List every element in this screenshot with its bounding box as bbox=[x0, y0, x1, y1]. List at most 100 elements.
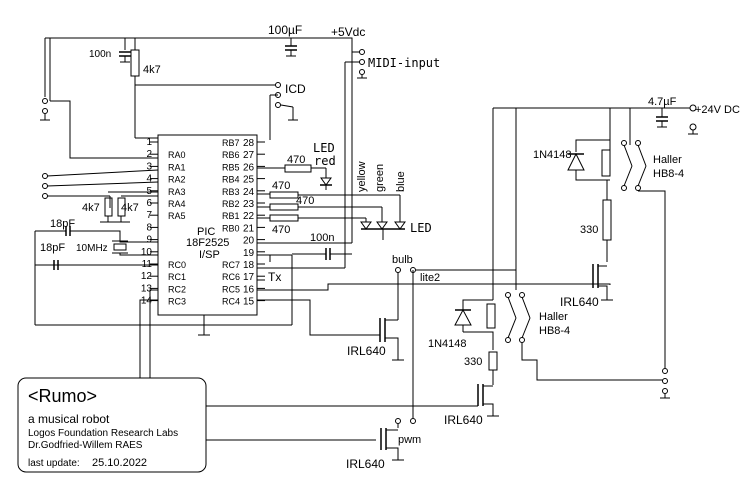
pin-number: 6 bbox=[146, 198, 152, 209]
bulb-connector: bulb lite2 bbox=[392, 254, 516, 320]
green-label: green bbox=[374, 164, 386, 192]
pins-right: 28RB727RB626RB525RB424RB323RB222RB121RB0… bbox=[222, 138, 265, 308]
pin-name: RC5 bbox=[222, 284, 240, 294]
resistor-470-3-label: 470 bbox=[272, 224, 290, 236]
pin-name: RA1 bbox=[168, 162, 186, 172]
relay-driver-2: 1N4148 330 Haller HB8-4 bbox=[533, 139, 684, 368]
subtitle-text: a musical robot bbox=[28, 412, 110, 426]
haller-1-label-b: HB8-4 bbox=[539, 325, 570, 337]
pin-number: 22 bbox=[243, 211, 255, 222]
crystal-label: 10MHz bbox=[76, 243, 108, 254]
supply-rails bbox=[44, 37, 693, 300]
pin-number: 27 bbox=[243, 150, 255, 161]
cap-100n-top-label: 100n bbox=[89, 49, 111, 60]
irl640-3-label: IRL640 bbox=[444, 413, 483, 427]
pin-number: 20 bbox=[243, 236, 255, 247]
pin-name: RB0 bbox=[222, 223, 240, 233]
cap-18pf-1-label: 18pF bbox=[50, 218, 75, 230]
pin-number: 8 bbox=[146, 222, 152, 233]
pin-name: RC1 bbox=[168, 272, 186, 282]
bulb-label: bulb bbox=[392, 254, 413, 266]
pin-name: RA2 bbox=[168, 175, 186, 185]
pin-name: RB1 bbox=[222, 211, 240, 221]
blue-label: blue bbox=[395, 171, 407, 192]
icd-label: ICD bbox=[285, 82, 306, 96]
mosfet-irl640-2: IRL640 bbox=[346, 428, 404, 471]
org-text: Logos Foundation Research Labs bbox=[28, 428, 178, 439]
led-red: 470 LED red bbox=[257, 141, 336, 190]
rgb-resistors: 470 470 470 bbox=[257, 180, 400, 236]
pin-number: 28 bbox=[243, 138, 255, 149]
title-text: <Rumo> bbox=[28, 386, 97, 406]
resistor-4k7-b-label: 4k7 bbox=[121, 202, 139, 214]
pin-number: 15 bbox=[243, 297, 255, 308]
input-switches bbox=[40, 38, 159, 208]
oscillator: 18pF 18pF 10MHz bbox=[34, 218, 293, 326]
pin-number: 19 bbox=[243, 248, 255, 259]
pwm-connector: pwm bbox=[395, 270, 421, 446]
chip-outputs bbox=[139, 279, 611, 441]
plus24v-label: +24V DC bbox=[695, 104, 740, 116]
pin-name: RC0 bbox=[168, 260, 186, 270]
pin-number: 17 bbox=[243, 272, 255, 283]
diode-2-label: 1N4148 bbox=[533, 149, 572, 161]
pin-number: 14 bbox=[141, 296, 153, 307]
pin-number: 13 bbox=[141, 283, 153, 294]
irl640-4-label: IRL640 bbox=[560, 295, 599, 309]
pin-name: RB6 bbox=[222, 150, 240, 160]
pin-number: 2 bbox=[146, 149, 152, 160]
resistor-470-1-label: 470 bbox=[272, 180, 290, 192]
pic-part-label: 18F2525 bbox=[186, 237, 229, 249]
cap-100n-mid-label: 100n bbox=[310, 232, 334, 244]
resistor-330-1-label: 330 bbox=[464, 356, 482, 368]
resistor-4k7-top: 4k7 bbox=[130, 49, 278, 139]
pin-name: RC3 bbox=[168, 297, 186, 307]
update-date: 25.10.2022 bbox=[92, 457, 147, 469]
midi-input: MIDI-input bbox=[257, 49, 440, 269]
mosfet-irl640-4: IRL640 bbox=[560, 264, 613, 309]
haller-2-label-b: HB8-4 bbox=[653, 168, 684, 180]
pin-name: RA0 bbox=[168, 150, 186, 160]
cap-100uf-label: 100µF bbox=[268, 23, 302, 37]
pin-name: RB7 bbox=[222, 138, 240, 148]
cap-100n-top: 100n bbox=[89, 49, 131, 63]
resistor-330-2-label: 330 bbox=[580, 224, 598, 236]
resistor-pair-4k7: 4k7 4k7 bbox=[82, 191, 158, 223]
lite2-label: lite2 bbox=[420, 272, 440, 284]
pin-number: 1 bbox=[146, 137, 152, 148]
pin-number: 10 bbox=[141, 247, 153, 258]
irl640-2-label: IRL640 bbox=[346, 457, 385, 471]
cap-100n-mid: 100n bbox=[292, 232, 352, 260]
mosfet-irl640-3: IRL640 bbox=[444, 384, 499, 427]
resistor-4k7-a-label: 4k7 bbox=[82, 202, 100, 214]
pin-number: 21 bbox=[243, 223, 255, 234]
pic-isp-label: I/SP bbox=[199, 249, 220, 261]
pin-name: RA3 bbox=[168, 187, 186, 197]
pwm-label: pwm bbox=[398, 434, 421, 446]
pin-number: 16 bbox=[243, 284, 255, 295]
midi-label: MIDI-input bbox=[368, 56, 440, 70]
pic-label: PIC bbox=[197, 226, 215, 238]
pin-name: RB3 bbox=[222, 187, 240, 197]
mosfet-irl640-1: IRL640 bbox=[347, 318, 404, 361]
pin-number: 26 bbox=[243, 162, 255, 173]
pin-number: 9 bbox=[146, 235, 152, 246]
pin-number: 18 bbox=[243, 260, 255, 271]
led-rgb: LED yellow green blue bbox=[356, 161, 432, 240]
resistor-470-2-label: 470 bbox=[296, 195, 314, 207]
pin-name: RB5 bbox=[222, 162, 240, 172]
haller-2-label-a: Haller bbox=[653, 154, 682, 166]
pin-number: 24 bbox=[243, 187, 255, 198]
led-rgb-label: LED bbox=[410, 221, 432, 235]
diode-1-label: 1N4148 bbox=[428, 338, 467, 350]
pin-name: RC4 bbox=[222, 297, 240, 307]
supply-24v: 4.7µF +24V DC bbox=[648, 96, 740, 135]
tx-label: Tx bbox=[268, 270, 281, 284]
output-terminals bbox=[660, 368, 670, 399]
title-block: <Rumo> a musical robot Logos Foundation … bbox=[17, 377, 207, 473]
pin-number: 23 bbox=[243, 199, 255, 210]
relay-driver-1: 1N4148 330 Haller HB8-4 bbox=[428, 292, 665, 385]
